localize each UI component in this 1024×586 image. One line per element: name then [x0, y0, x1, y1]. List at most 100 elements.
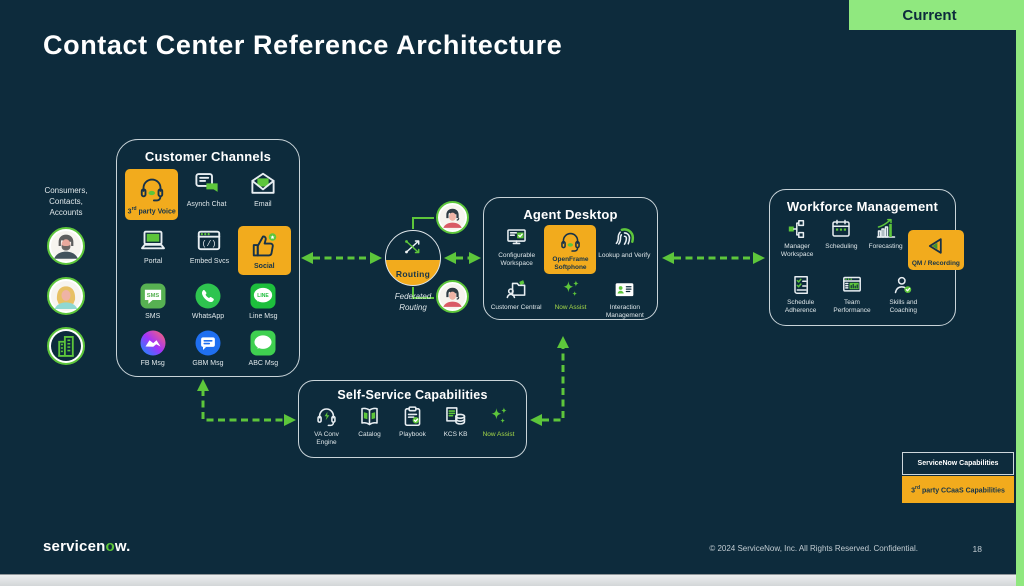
item-label: Now Assist [482, 431, 515, 438]
item-label: Skills and Coaching [889, 299, 918, 315]
sparkles-icon [558, 277, 583, 302]
headset-icon [137, 174, 167, 204]
laptop-icon [138, 226, 168, 256]
sms-app-icon: SMS [138, 281, 168, 311]
item-label: Social [254, 263, 275, 271]
logo-accent: o [105, 538, 115, 555]
item-label: Scheduling [825, 243, 858, 250]
servicenow-logo: servicenow. [43, 538, 131, 555]
customer-channels-title: Customer Channels [144, 149, 272, 164]
item-kcs-kb: KCS KB [435, 404, 477, 439]
doc-database-icon [443, 404, 468, 429]
item-label: Catalog [358, 431, 381, 438]
item-now-assist: Now Assist [543, 277, 597, 312]
item-label: Forecasting [868, 243, 903, 250]
item-abc-msg: ABC Msg [236, 328, 291, 369]
item-label: 3rd party Voice [127, 206, 176, 216]
logo-text-end: w. [114, 538, 131, 555]
clipboard-check-icon [400, 404, 425, 429]
item-email: Email [235, 169, 291, 210]
item-label: WhatsApp [191, 312, 225, 320]
open-book-icon [357, 404, 382, 429]
monitor-check-icon [504, 225, 529, 250]
item-label: OpenFrame Softphone [552, 256, 589, 272]
item-asynch-chat: Asynch Chat [178, 169, 234, 210]
item-row: SMS SMS WhatsApp LINE Line Msg [117, 281, 299, 322]
item-label: Line Msg [249, 312, 278, 320]
envelope-icon [248, 169, 278, 199]
line-routing-agent-top [412, 217, 434, 229]
item-gbm-msg: GBM Msg [180, 328, 235, 369]
fingerprint-icon [612, 225, 637, 250]
item-label: ABC Msg [248, 359, 279, 367]
svg-text:LINE: LINE [258, 293, 270, 299]
logo-text: servicen [43, 538, 106, 555]
person-check-icon [891, 273, 915, 297]
svg-text:(/): (/) [202, 240, 217, 249]
item-label: Team Performance [833, 299, 871, 315]
item-label: Customer Central [490, 304, 542, 312]
gbm-app-icon [193, 328, 223, 358]
whatsapp-app-icon [193, 281, 223, 311]
thumbs-up-icon [249, 231, 279, 261]
code-window-icon: (/) [194, 226, 224, 256]
item-manager-workspace: Manager Workspace [775, 217, 819, 259]
copyright-text: © 2024 ServiceNow, Inc. All Rights Reser… [709, 544, 918, 553]
item-playbook: Playbook [392, 404, 434, 439]
arrow-channels-selfservice [201, 389, 284, 422]
item-label: Interaction Management [605, 304, 644, 320]
item-label: GBM Msg [192, 359, 224, 367]
routing-icon [401, 235, 427, 259]
current-badge: Current [849, 0, 1024, 30]
item-3rd-party-voice: 3rd party Voice [125, 169, 179, 221]
item-lookup-and-verify: Lookup and Verify [597, 225, 652, 260]
item-line-msg: LINE Line Msg [236, 281, 291, 322]
item-interaction-management: Interaction Management [598, 277, 652, 320]
legend-servicenow-capabilities: ServiceNow Capabilities [902, 452, 1014, 475]
item-schedule-adherence: Schedule Adherence [776, 273, 826, 315]
routing-node: Routing [385, 230, 441, 286]
team-chart-icon [840, 273, 864, 297]
right-edge-strip [1016, 0, 1024, 586]
item-label: Playbook [399, 431, 426, 438]
item-va-conv-engine: VA Conv Engine [306, 404, 348, 447]
item-label: Portal [144, 258, 163, 266]
messenger-app-icon [138, 328, 168, 358]
item-scheduling: Scheduling [819, 217, 863, 251]
legend-third-party-capabilities: 3rd party CCaaS Capabilities [902, 476, 1014, 504]
item-label: VA Conv Engine [314, 431, 339, 447]
org-chart-icon [785, 217, 809, 241]
agent-desktop-title: Agent Desktop [523, 207, 618, 222]
item-row: Customer Central Now Assist Interaction Ma… [484, 277, 657, 320]
item-label: SMS [145, 312, 161, 320]
person-folder-icon [504, 277, 529, 302]
headset-bolt-icon [314, 404, 339, 429]
consumer-avatar [47, 227, 85, 265]
page-title: Contact Center Reference Architecture [43, 30, 563, 60]
item-now-assist: Now Assist [478, 404, 520, 439]
svg-text:SMS: SMS [146, 293, 159, 299]
line-app-icon: LINE [248, 281, 278, 311]
page-number: 18 [972, 544, 982, 554]
item-label: Now Assist [554, 304, 587, 312]
self-service-items: VA Conv Engine Catalog Playbook KCS KB Now A… [299, 404, 526, 447]
item-qm-recording: QM / Recording [907, 230, 964, 271]
item-customer-central: Customer Central [489, 277, 543, 312]
sparkles-icon [486, 404, 511, 429]
account-avatar [47, 327, 85, 365]
item-label: Lookup and Verify [598, 252, 651, 259]
agent-avatar-bottom [436, 280, 469, 313]
item-skills-and-coaching: Skills and Coaching [878, 273, 928, 315]
calendar-icon [829, 217, 853, 241]
routing-label: Routing [395, 269, 431, 279]
item-forecasting: Forecasting [864, 217, 908, 251]
item-openframe-softphone: OpenFrame Softphone [544, 225, 597, 275]
id-card-icon [612, 277, 637, 302]
